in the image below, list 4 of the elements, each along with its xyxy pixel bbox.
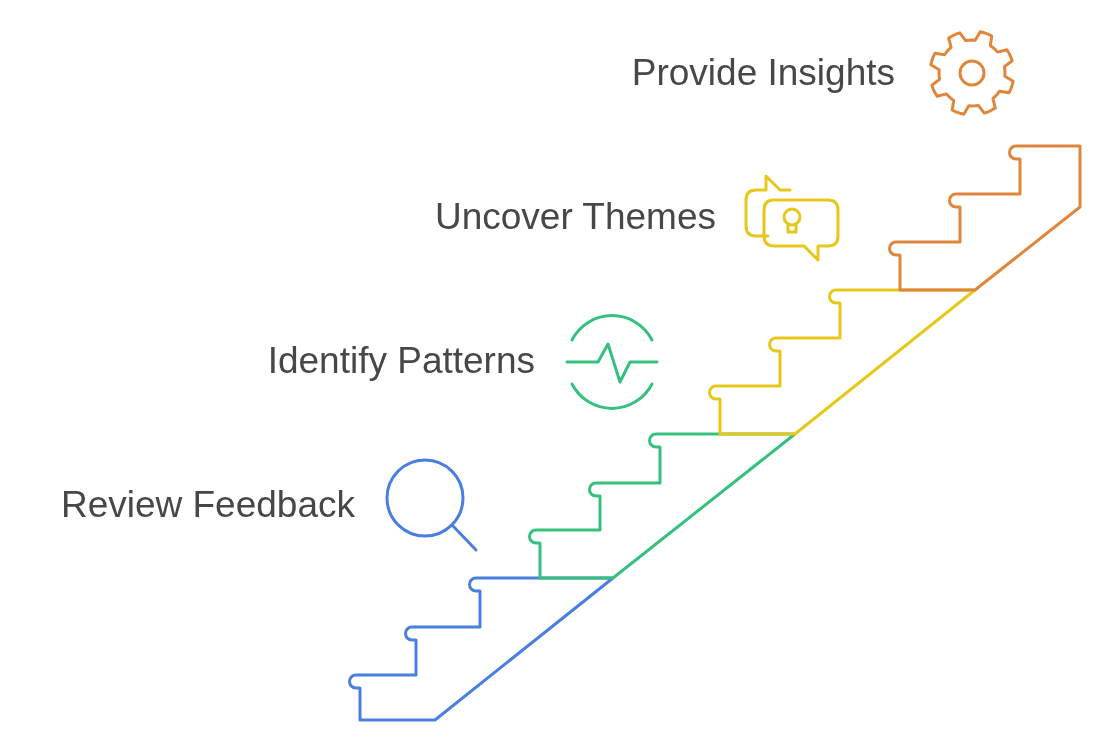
step-label: Uncover Themes (434, 195, 716, 239)
step-label: Provide Insights (631, 51, 895, 95)
step-label: Review Feedback (60, 483, 355, 527)
step-label: Identify Patterns (267, 339, 535, 383)
